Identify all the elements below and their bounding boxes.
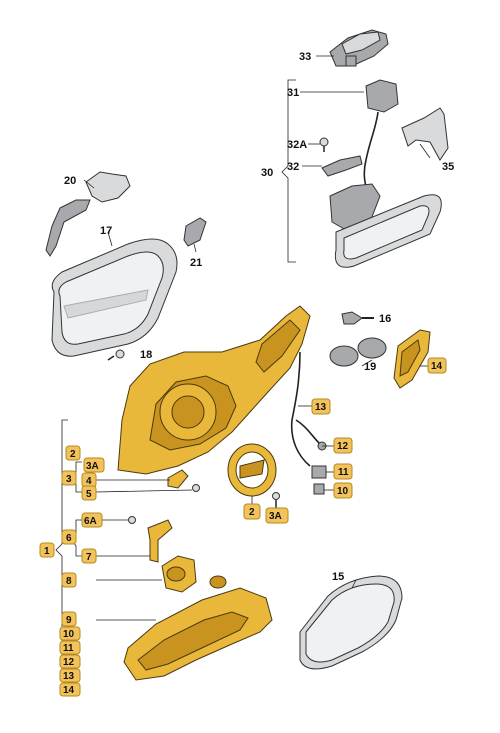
- badge-6: 6: [61, 529, 77, 545]
- part-19-lamps: [329, 337, 387, 367]
- svg-text:13: 13: [63, 671, 75, 682]
- part-32-bracket: [321, 155, 363, 177]
- badge-2: 2: [65, 445, 81, 461]
- svg-text:3: 3: [66, 474, 72, 485]
- part-32a-screw: [319, 137, 329, 152]
- label-15: 15: [332, 571, 344, 583]
- svg-text:12: 12: [63, 657, 75, 668]
- svg-text:2: 2: [70, 449, 76, 460]
- part-3a-screw: [272, 492, 280, 508]
- badge-3a-right: 3A: [265, 507, 289, 524]
- part-base-assembly: [117, 305, 311, 475]
- part-18-screw: [107, 349, 125, 361]
- leader-lines: [83, 55, 431, 621]
- label-32: 32: [287, 161, 299, 173]
- badge-13-left: 13: [59, 668, 81, 683]
- badge-11-left: 11: [59, 640, 81, 655]
- badge-8: 8: [61, 572, 77, 588]
- label-33: 33: [299, 51, 311, 63]
- part-14-indicator: [393, 329, 431, 389]
- svg-text:3A: 3A: [86, 461, 99, 472]
- part-4-5-clips: [167, 469, 200, 492]
- label-17: 17: [100, 225, 112, 237]
- part-8-motor: [161, 555, 227, 593]
- wiring-harness: [290, 351, 327, 495]
- svg-text:3A: 3A: [269, 511, 282, 522]
- svg-text:7: 7: [86, 552, 92, 563]
- svg-text:6: 6: [66, 533, 72, 544]
- label-35: 35: [442, 161, 454, 173]
- badge-10: 10: [333, 482, 353, 499]
- part-6-bracket: [128, 516, 173, 563]
- badge-11: 11: [333, 463, 353, 480]
- svg-text:9: 9: [66, 615, 72, 626]
- badge-2-right: 2: [243, 503, 261, 520]
- part-9-lower-cover: [123, 587, 273, 681]
- svg-text:10: 10: [63, 629, 75, 640]
- svg-text:11: 11: [63, 643, 74, 654]
- part-35-cover: [401, 107, 449, 161]
- svg-text:14: 14: [431, 361, 443, 372]
- part-17-mirror-housing: [51, 238, 178, 357]
- badge-13: 13: [311, 398, 331, 415]
- svg-text:10: 10: [337, 486, 349, 497]
- badge-4: 4: [81, 472, 97, 488]
- badge-7: 7: [81, 548, 97, 564]
- svg-text:12: 12: [337, 441, 349, 452]
- svg-text:8: 8: [66, 576, 72, 587]
- svg-text:11: 11: [338, 467, 349, 478]
- part-31-harness: [363, 79, 399, 197]
- label-32a: 32A: [287, 139, 307, 151]
- badge-1: 1: [39, 542, 55, 558]
- svg-text:13: 13: [315, 402, 327, 413]
- part-2-ring: [227, 443, 277, 497]
- badge-14: 14: [427, 357, 447, 374]
- badge-3a: 3A: [83, 457, 105, 473]
- svg-text:2: 2: [249, 507, 255, 518]
- svg-text:6A: 6A: [84, 516, 97, 527]
- badge-3: 3: [61, 470, 77, 486]
- badge-12: 12: [333, 437, 353, 454]
- part-15-mirror-glass: [299, 575, 403, 670]
- part-20-mount-arm: [45, 171, 131, 257]
- label-16: 16: [379, 313, 391, 325]
- label-30: 30: [261, 167, 273, 179]
- plain-labels: 33 31 32A 32 30 35 20 17 21 18 16 19 15: [64, 51, 454, 583]
- label-18: 18: [140, 349, 152, 361]
- badge-12-left: 12: [59, 654, 81, 669]
- svg-text:5: 5: [86, 489, 92, 500]
- svg-text:4: 4: [86, 476, 92, 487]
- label-21: 21: [190, 257, 202, 269]
- badge-10-left: 10: [59, 626, 81, 641]
- label-31: 31: [287, 87, 299, 99]
- svg-text:14: 14: [63, 685, 75, 696]
- part-21-clip: [183, 217, 207, 247]
- badge-6a: 6A: [81, 512, 103, 528]
- svg-text:1: 1: [44, 546, 50, 557]
- part-30-interior-mirror: [329, 183, 442, 268]
- badge-labels: 14 13 12 11 10 2 3A 2: [39, 357, 447, 697]
- bracket-30-group: [281, 79, 296, 263]
- badge-5: 5: [81, 485, 97, 501]
- badge-14-left: 14: [59, 682, 81, 697]
- label-19: 19: [364, 361, 376, 373]
- badge-9: 9: [61, 611, 77, 627]
- label-20: 20: [64, 175, 76, 187]
- part-33-sensor-unit: [329, 29, 389, 67]
